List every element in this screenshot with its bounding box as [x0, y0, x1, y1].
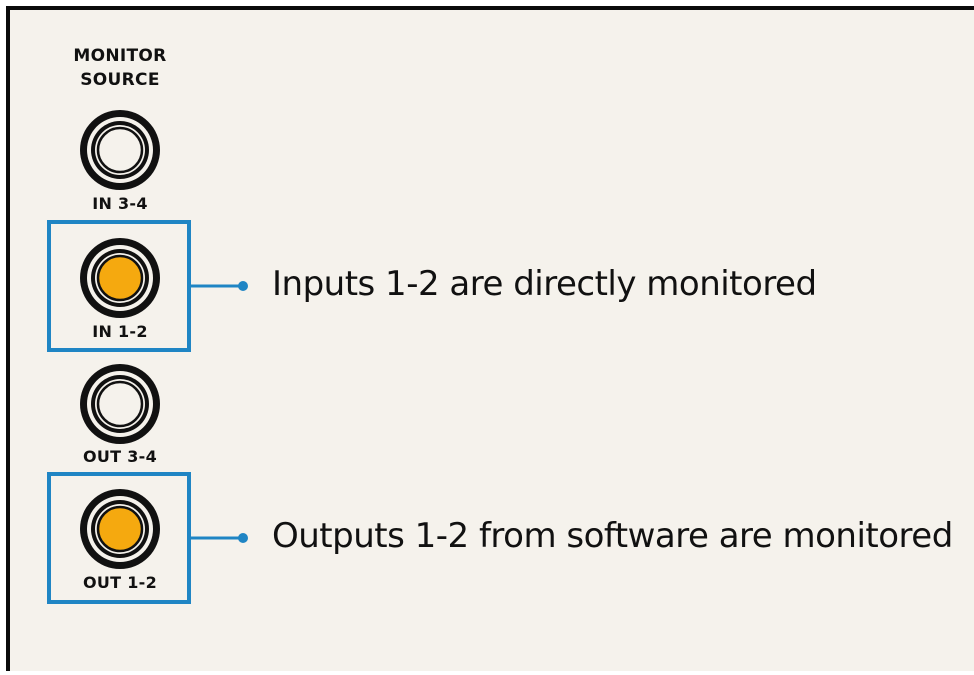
- in-1-2-callout-text: Inputs 1-2 are directly monitored: [272, 264, 817, 304]
- heading-line-2: SOURCE: [80, 70, 160, 90]
- out-1-2-knob-icon[interactable]: [78, 487, 162, 571]
- callout-connectors: [191, 281, 248, 543]
- out-1-2-label: OUT 1-2: [82, 573, 158, 592]
- in-3-4-label: IN 3-4: [92, 194, 148, 213]
- in-1-2-highlight-box: [47, 220, 191, 352]
- in-1-2-connector-dot: [238, 281, 248, 291]
- monitor-source-heading: MONITOR SOURCE: [50, 44, 190, 92]
- out-1-2-connector-dot: [238, 533, 248, 543]
- out-3-4-label: OUT 3-4: [82, 447, 158, 466]
- out-3-4-knob-icon[interactable]: [78, 362, 162, 446]
- in-1-2-label: IN 1-2: [92, 322, 148, 341]
- out-1-2-callout-text: Outputs 1-2 from software are monitored: [272, 516, 953, 556]
- in-1-2-knob-icon[interactable]: [78, 236, 162, 320]
- monitor-panel: MONITOR SOURCE IN 3-4 IN 1-2 OUT 3-4 OU: [6, 6, 974, 671]
- in-3-4-knob-icon[interactable]: [78, 108, 162, 192]
- out-1-2-highlight-box: [47, 472, 191, 604]
- heading-line-1: MONITOR: [73, 46, 167, 66]
